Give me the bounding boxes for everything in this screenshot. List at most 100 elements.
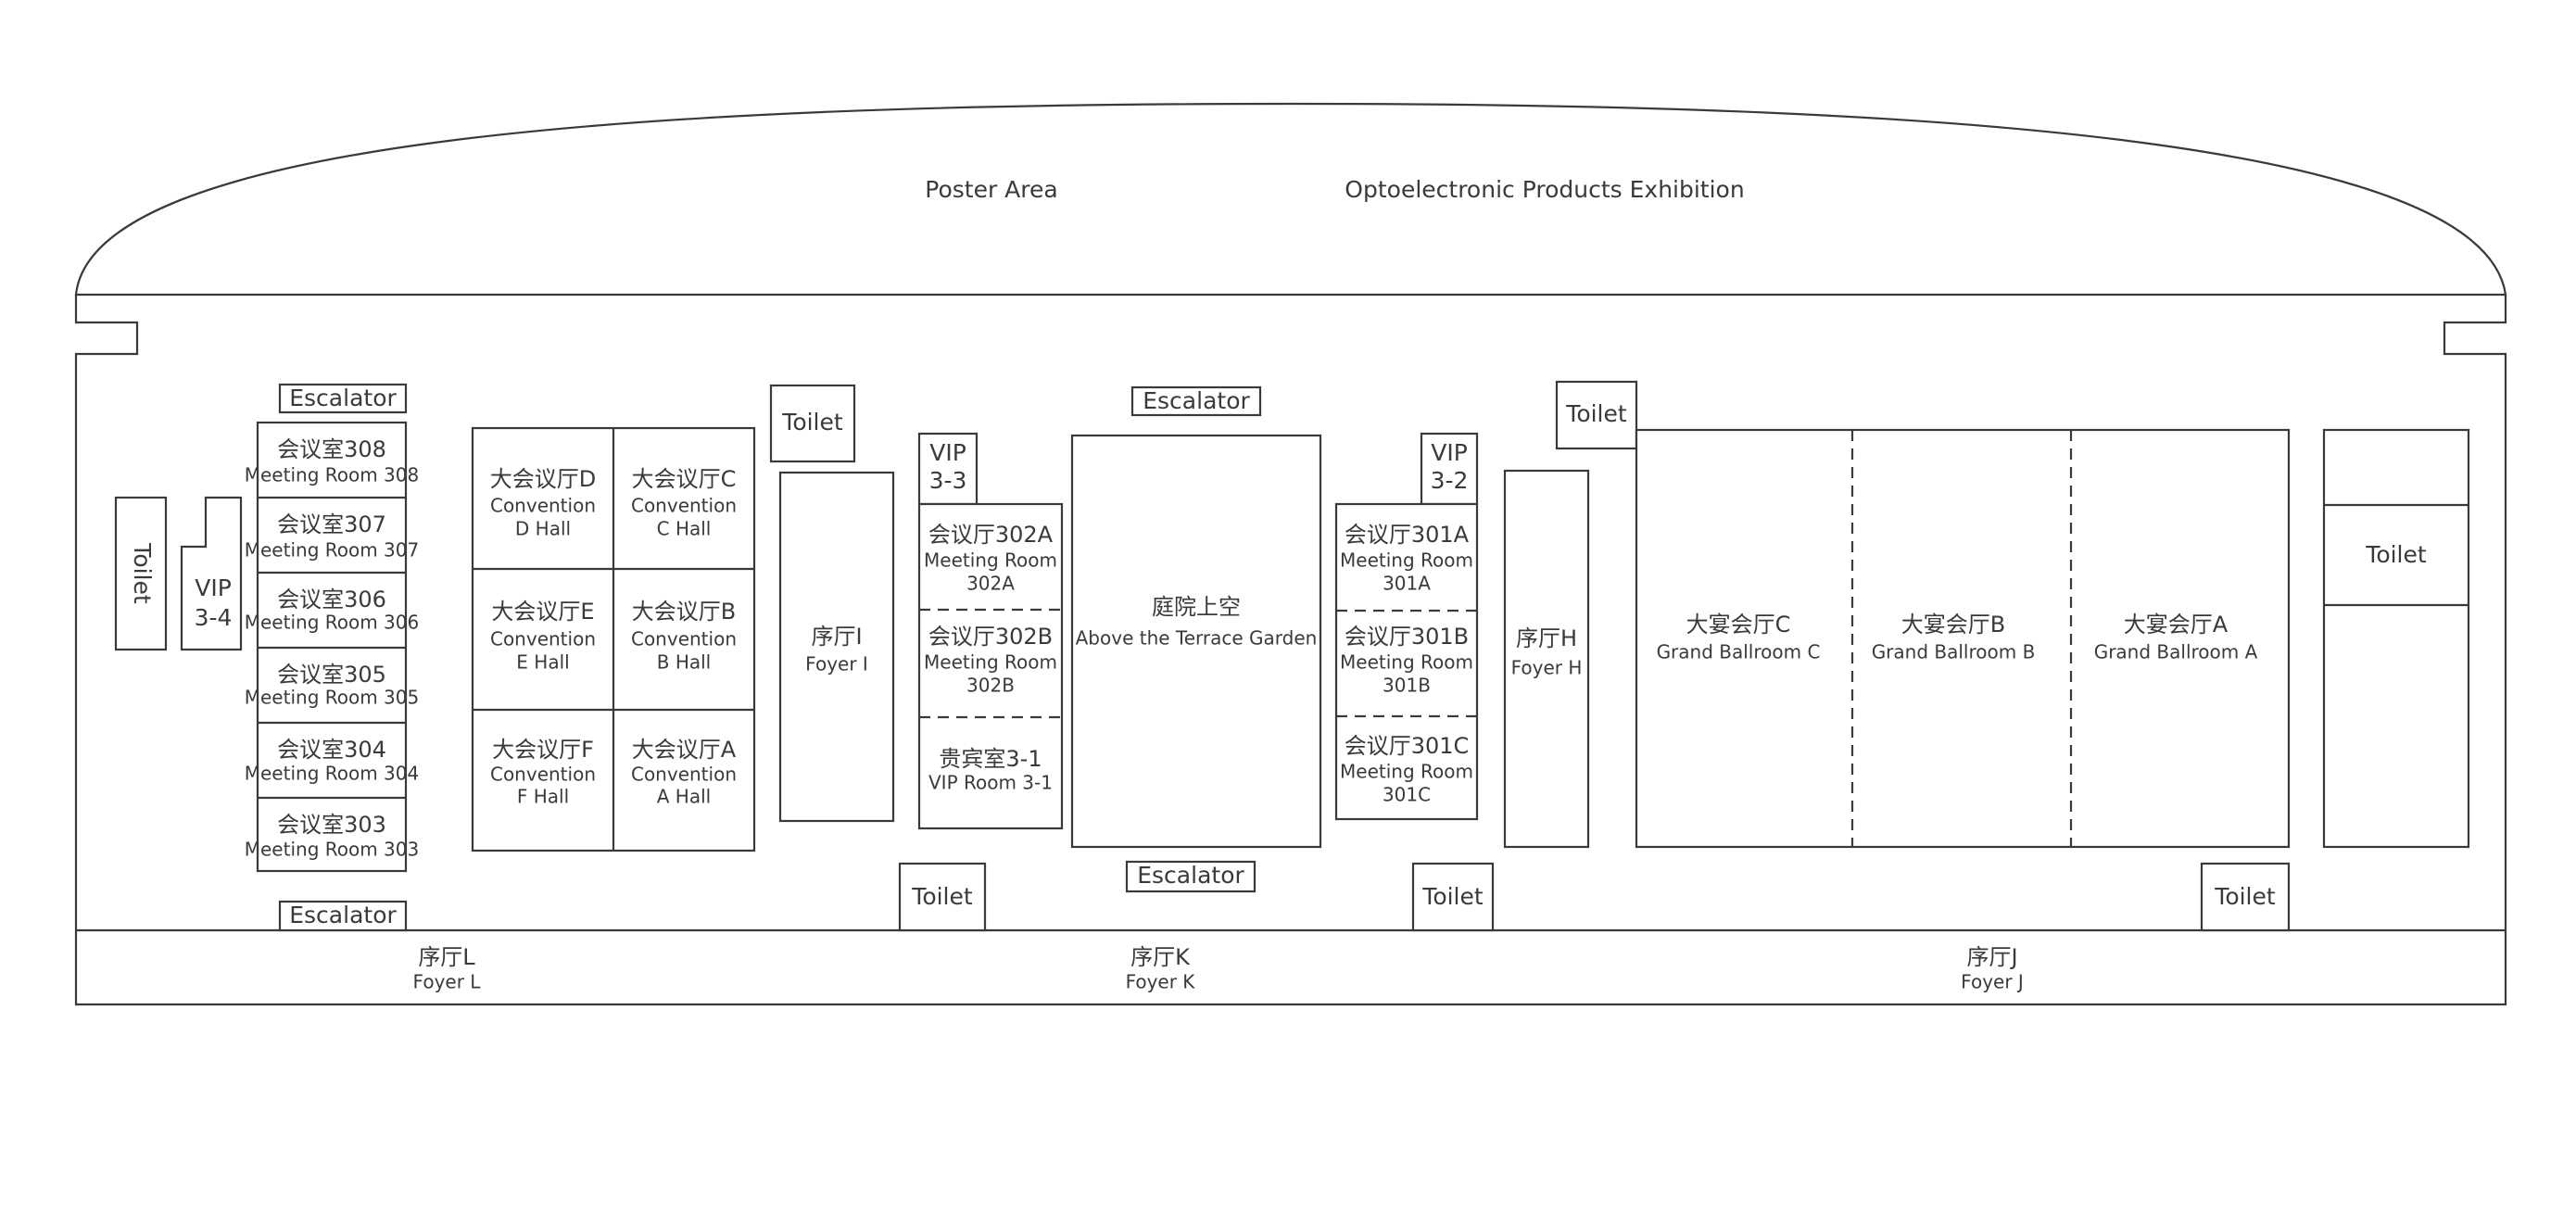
map-label: Convention <box>631 495 737 517</box>
map-label: Above the Terrace Garden <box>1076 627 1318 650</box>
foyer-i: 序厅I Foyer I <box>778 471 895 823</box>
map-label: Toilet <box>781 409 843 436</box>
meeting-room-306: 会议室306 <box>277 587 386 612</box>
map-label: Grand Ballroom A <box>2094 641 2258 663</box>
grand-ballroom-b: 大宴会厅B Grand Ballroom B <box>1872 612 2036 663</box>
map-label: 大宴会厅C <box>1686 612 1791 638</box>
map-label: Toilet <box>1565 400 1627 427</box>
vip-3-2: VIP 3-2 <box>1420 432 1479 506</box>
meeting-room-301b: 会议厅301B Meeting Room 301B <box>1340 624 1473 697</box>
map-label: C Hall <box>657 518 712 540</box>
escalator-top-left: Escalator <box>278 383 408 414</box>
meeting-room-308: 会议室308 <box>277 436 386 462</box>
map-label: Meeting Room 303 <box>245 839 419 861</box>
map-label: Meeting Room <box>1340 651 1473 674</box>
convention-hall-a: 大会议厅A Convention A Hall <box>631 737 737 808</box>
foyer-j: 序厅J Foyer J <box>1961 944 2024 993</box>
map-label: 301A <box>1383 573 1431 595</box>
meeting-room-304: 会议室304 <box>277 737 386 763</box>
meeting-rooms-301: 会议厅301A Meeting Room 301A 会议厅301B Meetin… <box>1334 502 1479 821</box>
map-label: Escalator <box>1137 862 1244 889</box>
map-label: Foyer H <box>1511 657 1583 679</box>
map-label: 大宴会厅A <box>2124 612 2229 638</box>
map-label: Meeting Room <box>1340 761 1473 783</box>
map-label: 3-3 <box>929 467 967 494</box>
map-label: 贵宾室3-1 <box>939 746 1042 772</box>
map-label: Meeting Room 307 <box>245 539 419 562</box>
grand-ballroom-c: 大宴会厅C Grand Ballroom C <box>1657 612 1821 663</box>
poster-area-label: Poster Area <box>925 176 1057 203</box>
map-label: VIP <box>1431 439 1468 466</box>
map-label: VIP Room 3-1 <box>928 772 1053 794</box>
toilet-right: Toilet <box>2365 541 2427 568</box>
map-label: 会议厅301B <box>1345 624 1469 650</box>
map-label: VIP <box>195 574 232 601</box>
map-label: Grand Ballroom B <box>1872 641 2036 663</box>
convention-hall-f: 大会议厅F Convention F Hall <box>490 737 596 808</box>
foyer-h: 序厅H Foyer H <box>1503 469 1590 849</box>
map-label: Convention <box>490 495 596 517</box>
meeting-rooms-303-308: 会议室308 Meeting Room 308 会议室307 Meeting R… <box>245 421 419 873</box>
map-label: 301B <box>1383 675 1431 697</box>
map-label: 序厅K <box>1130 944 1191 970</box>
map-label: 大会议厅A <box>632 737 737 763</box>
map-label: 庭院上空 <box>1152 594 1241 620</box>
map-label: VIP <box>929 439 966 466</box>
map-label: 会议厅301A <box>1345 522 1470 548</box>
map-label: 大会议厅C <box>632 466 737 492</box>
map-label: Escalator <box>1143 387 1250 414</box>
vip-3-4: VIP 3-4 <box>180 496 243 651</box>
escalator-bottom-left: Escalator <box>278 900 408 932</box>
map-label: E Hall <box>516 651 569 674</box>
escalator-bottom-center: Escalator <box>1125 860 1256 893</box>
grand-ballroom-a: 大宴会厅A Grand Ballroom A <box>2094 612 2258 663</box>
map-label: Meeting Room <box>1340 549 1473 572</box>
map-label: Grand Ballroom C <box>1657 641 1821 663</box>
optoelectronic-exhibition-label: Optoelectronic Products Exhibition <box>1345 176 1744 203</box>
map-label: 3-4 <box>195 604 233 631</box>
map-label: Toilet <box>911 883 973 910</box>
toilet-bottom-301: Toilet <box>1411 862 1495 932</box>
grand-ballrooms: 大宴会厅C Grand Ballroom C 大宴会厅B Grand Ballr… <box>1635 428 2291 849</box>
map-label: Escalator <box>289 385 397 411</box>
map-label: A Hall <box>657 786 711 808</box>
meeting-room-303: 会议室303 <box>277 812 386 838</box>
vip-3-3: VIP 3-3 <box>917 432 979 506</box>
meeting-room-307: 会议室307 <box>277 511 386 537</box>
map-label: Foyer K <box>1126 971 1196 993</box>
map-label: 会议厅301C <box>1345 733 1470 759</box>
escalator-top-center: Escalator <box>1130 385 1262 417</box>
map-label: Convention <box>490 628 596 650</box>
convention-halls: 大会议厅D Convention D Hall 大会议厅C Convention… <box>471 426 756 852</box>
foyer-k: 序厅K Foyer K <box>1126 944 1196 993</box>
convention-hall-e: 大会议厅E Convention E Hall <box>490 599 596 674</box>
meeting-room-302b: 会议厅302B Meeting Room 302B <box>924 624 1057 697</box>
terrace-garden: 庭院上空 Above the Terrace Garden <box>1070 434 1322 849</box>
map-label: Toilet <box>1421 883 1484 910</box>
convention-hall-b: 大会议厅B Convention B Hall <box>631 599 737 674</box>
map-label: 大会议厅F <box>492 737 594 763</box>
map-label: 302A <box>966 573 1015 595</box>
meeting-room-301a: 会议厅301A Meeting Room 301A <box>1340 522 1473 595</box>
toilet-foyer-i: Toilet <box>769 384 856 463</box>
map-label: 序厅H <box>1516 625 1577 651</box>
map-label: Foyer J <box>1961 971 2024 993</box>
map-label: Escalator <box>289 902 397 928</box>
building-outer-wall <box>74 295 2507 1006</box>
map-label: 会议厅302A <box>928 522 1054 548</box>
meeting-room-302a: 会议厅302A Meeting Room 302A <box>924 522 1057 595</box>
convention-hall-d: 大会议厅D Convention D Hall <box>490 466 596 540</box>
map-label: Toilet <box>129 542 156 604</box>
meeting-room-301c: 会议厅301C Meeting Room 301C <box>1340 733 1473 806</box>
map-label: 会议厅302B <box>928 624 1053 650</box>
map-label: B Hall <box>657 651 712 674</box>
vip-room-3-1: 贵宾室3-1 VIP Room 3-1 <box>928 746 1053 794</box>
toilet-ballroom-top: Toilet <box>1555 380 1638 450</box>
map-label: 序厅J <box>1966 944 2017 970</box>
map-label: 大会议厅D <box>490 466 596 492</box>
map-label: Foyer I <box>805 653 868 675</box>
map-label: 序厅I <box>811 624 862 650</box>
toilet-ballroom-bottom: Toilet <box>2200 862 2291 932</box>
convention-hall-c: 大会议厅C Convention C Hall <box>631 466 737 540</box>
